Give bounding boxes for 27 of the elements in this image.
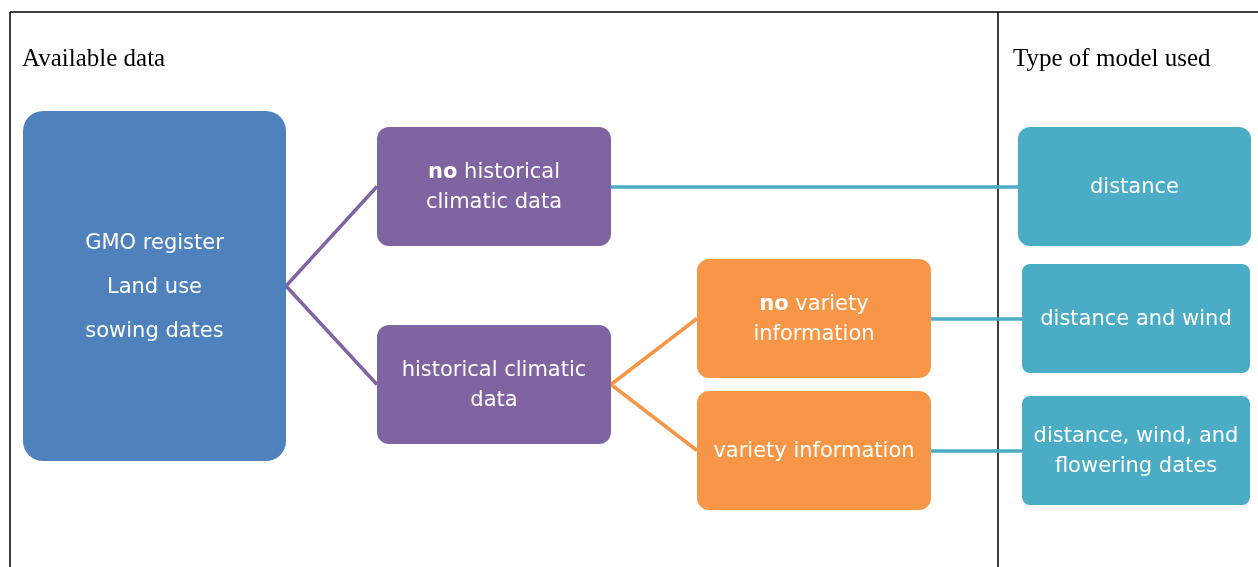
node-text: historical climatic data <box>400 356 588 413</box>
column-heading: Available data <box>22 44 166 72</box>
model-box <box>1022 396 1250 505</box>
node-text: distance, wind, and flowering dates <box>1032 422 1240 479</box>
source-data-box <box>23 111 286 461</box>
condition-box <box>697 259 931 378</box>
node-text: sowing dates <box>85 317 224 344</box>
model-box <box>1018 127 1251 246</box>
column-heading: Type of model used <box>1013 44 1211 72</box>
model-box <box>1022 264 1250 373</box>
connector-line <box>609 383 699 452</box>
condition-box <box>697 391 931 510</box>
connector-line <box>931 317 1022 321</box>
node-text: variety information <box>713 436 915 464</box>
condition-box <box>377 127 611 246</box>
node-text: distance <box>1090 172 1179 200</box>
connector-line <box>284 284 379 386</box>
node-text: no variety information <box>752 290 876 347</box>
connector-line <box>609 317 699 386</box>
connector-line <box>931 449 1022 453</box>
node-text: GMO register <box>85 229 224 256</box>
node-text: Land use <box>106 273 203 300</box>
connector-line <box>611 185 1018 189</box>
node-text: distance and wind <box>1040 304 1232 332</box>
condition-box <box>377 325 611 444</box>
node-text: no historical climatic data <box>424 158 564 215</box>
connector-line <box>284 185 379 288</box>
